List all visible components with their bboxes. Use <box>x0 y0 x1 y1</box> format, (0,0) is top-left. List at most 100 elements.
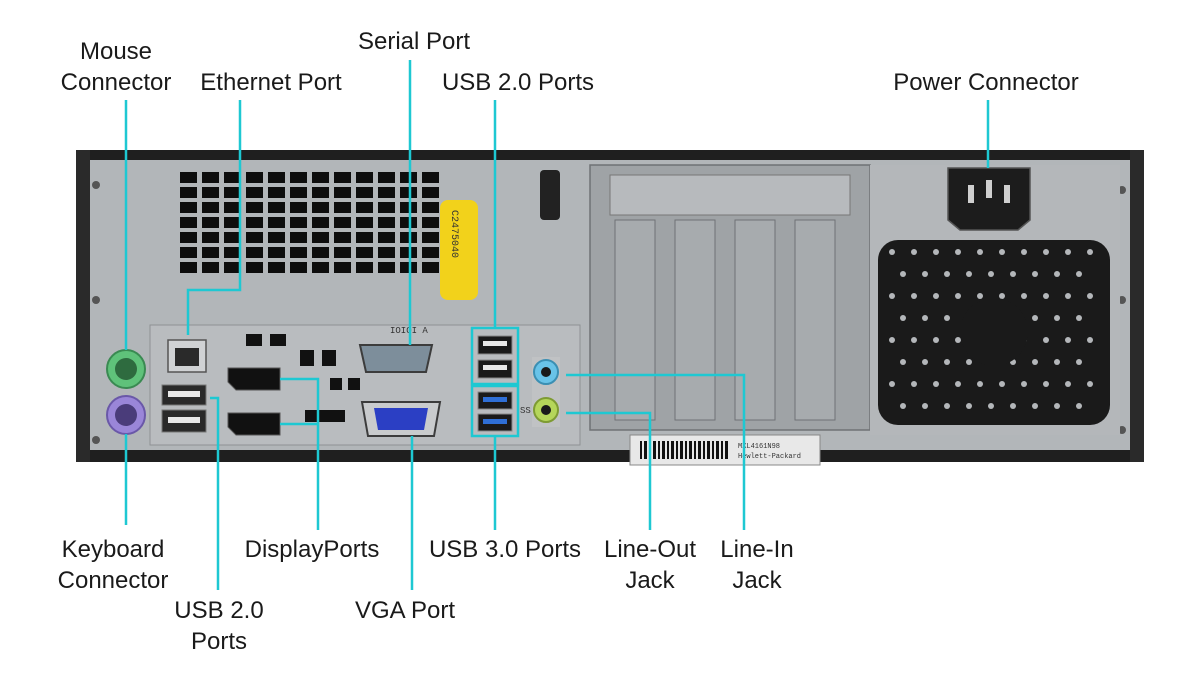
label-mouse-line2: Connector <box>60 69 172 96</box>
fan-mesh-web <box>1032 271 1038 277</box>
fan-mesh-web <box>944 403 950 409</box>
vent-slot <box>378 262 395 273</box>
label-power-connector: Power Connector <box>893 69 1079 96</box>
vent-slot <box>246 172 263 183</box>
fan-mesh-web <box>1065 381 1071 387</box>
vent-slot <box>202 202 219 213</box>
displayport-2 <box>227 412 281 436</box>
barcode-bar <box>676 441 678 459</box>
vent-slot <box>290 232 307 243</box>
vent-slot <box>268 232 285 243</box>
vent-slot <box>356 232 373 243</box>
fan-mesh-web <box>900 315 906 321</box>
vent-slot <box>268 187 285 198</box>
fan-mesh-web <box>977 249 983 255</box>
fan-mesh-web <box>889 249 895 255</box>
vent-slot <box>290 202 307 213</box>
vent-slot <box>356 247 373 258</box>
asset-tag-text: C2475040 <box>448 210 459 258</box>
fan-mesh-web <box>1010 271 1016 277</box>
vent-slot <box>400 202 417 213</box>
barcode-bar <box>703 441 705 459</box>
vent-slot <box>356 187 373 198</box>
vent-grille <box>180 172 439 273</box>
fan-mesh-web <box>911 381 917 387</box>
vent-slot <box>268 262 285 273</box>
expansion-slot-cover <box>734 219 776 421</box>
fan-mesh-web <box>1054 315 1060 321</box>
sticker-line1: MXL4161N98 <box>738 443 780 451</box>
fan-mesh-web <box>900 359 906 365</box>
label-line-out-line2: Jack <box>625 567 675 594</box>
fan-mesh-web <box>1043 249 1049 255</box>
vent-slot <box>422 247 439 258</box>
vent-slot <box>422 217 439 228</box>
fan-mesh-web <box>922 315 928 321</box>
barcode-bar <box>716 441 719 459</box>
vent-slot <box>290 262 307 273</box>
vent-slot <box>246 232 263 243</box>
vent-slot <box>290 217 307 228</box>
vent-slot <box>334 202 351 213</box>
callout-ethernet <box>186 100 242 335</box>
fan-mesh-web <box>1021 293 1027 299</box>
vent-slot <box>334 187 351 198</box>
vent-slot <box>180 172 197 183</box>
sticker-line2: Hewlett-Packard <box>738 453 801 461</box>
barcode-bar <box>644 441 647 459</box>
fan-mesh-web <box>1076 315 1082 321</box>
fan-mesh-web <box>933 381 939 387</box>
vent-slot <box>312 232 329 243</box>
fan-mesh-web <box>988 271 994 277</box>
vent-slot <box>334 172 351 183</box>
vent-slot <box>224 202 241 213</box>
label-vga-port: VGA Port <box>354 597 456 624</box>
fan-mesh-web <box>922 271 928 277</box>
vent-slot <box>378 187 395 198</box>
vent-slot <box>378 232 395 243</box>
fan-mesh-web <box>1087 249 1093 255</box>
fan-mesh-web <box>966 359 972 365</box>
label-usb2-bottom-line1: USB 2.0 <box>174 597 264 624</box>
label-usb2-bottom-line2: Ports <box>190 628 248 655</box>
vent-slot <box>400 217 417 228</box>
vent-slot <box>356 202 373 213</box>
psu-fan-hub <box>960 298 1028 366</box>
label-serial-port: Serial Port <box>357 28 471 55</box>
fan-mesh-web <box>1010 403 1016 409</box>
vent-slot <box>422 172 439 183</box>
label-usb2-bottom: USB 2.0 Ports <box>174 595 263 657</box>
vent-slot <box>334 232 351 243</box>
fan-mesh-web <box>1032 315 1038 321</box>
vent-slot <box>224 172 241 183</box>
vent-slot <box>224 262 241 273</box>
fan-mesh-web <box>955 249 961 255</box>
vent-slot <box>356 217 373 228</box>
fan-mesh-web <box>1043 293 1049 299</box>
serial-port <box>358 344 434 373</box>
barcode-bar <box>680 441 683 459</box>
barcode-sticker <box>629 434 821 466</box>
screw-hole <box>92 181 100 189</box>
fan-mesh-web <box>922 359 928 365</box>
fan-mesh-web <box>889 337 895 343</box>
barcode-bar <box>667 441 669 459</box>
barcode-bar <box>698 441 701 459</box>
barcode-bar <box>689 441 692 459</box>
vent-slot <box>378 172 395 183</box>
fan-mesh-web <box>955 337 961 343</box>
label-mouse-line1: Mouse <box>79 38 153 65</box>
fan-mesh-web <box>1076 271 1082 277</box>
fan-mesh-web <box>988 403 994 409</box>
vent-slot <box>268 247 285 258</box>
vent-slot <box>312 247 329 258</box>
fan-mesh-web <box>900 403 906 409</box>
vent-slot <box>268 217 285 228</box>
fan-mesh-web <box>977 381 983 387</box>
fan-mesh-web <box>977 293 983 299</box>
callout-displayports <box>280 377 320 530</box>
vent-slot <box>334 217 351 228</box>
fan-mesh-web <box>955 293 961 299</box>
